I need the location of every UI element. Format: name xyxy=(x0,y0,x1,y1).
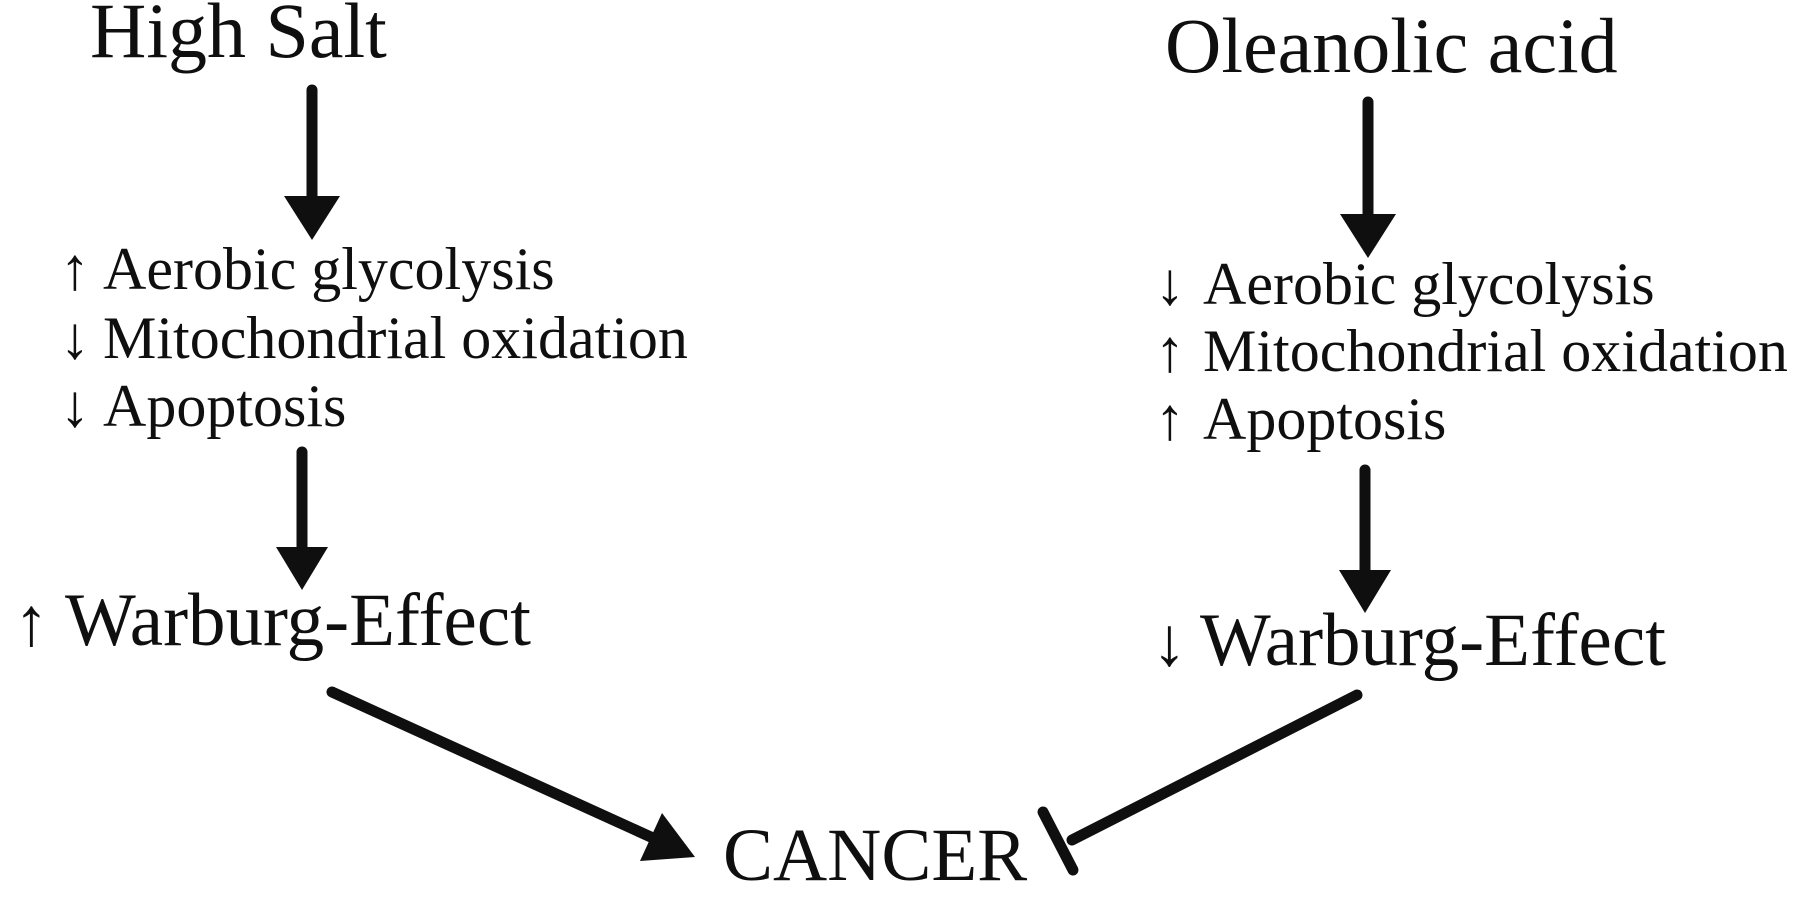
down-arrow-icon: ↓ xyxy=(1152,604,1187,680)
warburg-effect-label: Warburg-Effect xyxy=(1200,599,1666,682)
left-effects-down-arrow xyxy=(276,446,328,590)
high-salt-title: High Salt xyxy=(90,0,387,74)
oleanolic-acid-down-arrow xyxy=(1340,96,1396,258)
up-arrow-icon: ↑ xyxy=(1155,386,1185,452)
cancer-node: CANCER xyxy=(723,814,1028,897)
right-effect-mitochondrial-oxidation: ↑ Mitochondrial oxidation xyxy=(1155,321,1788,381)
up-arrow-icon: ↑ xyxy=(14,584,49,660)
effect-label: Aerobic glycolysis xyxy=(103,236,555,302)
left-effect-aerobic-glycolysis: ↑ Aerobic glycolysis xyxy=(60,239,555,299)
warburg-effect-label: Warburg-Effect xyxy=(65,579,531,662)
warburg-promotes-cancer-arrow xyxy=(326,686,695,861)
left-effect-apoptosis: ↓ Apoptosis xyxy=(60,376,346,436)
effect-label: Mitochondrial oxidation xyxy=(103,305,688,371)
down-arrow-icon: ↓ xyxy=(60,305,90,371)
effect-label: Apoptosis xyxy=(103,373,347,439)
up-arrow-icon: ↑ xyxy=(60,236,90,302)
left-effect-mitochondrial-oxidation: ↓ Mitochondrial oxidation xyxy=(60,308,688,368)
right-warburg-outcome: ↓Warburg-Effect xyxy=(1152,603,1666,678)
effect-label: Aerobic glycolysis xyxy=(1203,251,1655,317)
down-arrow-icon: ↓ xyxy=(60,373,90,439)
up-arrow-icon: ↑ xyxy=(1155,318,1185,384)
effect-label: Apoptosis xyxy=(1203,386,1447,452)
left-warburg-outcome: ↑Warburg-Effect xyxy=(14,583,531,658)
down-arrow-icon: ↓ xyxy=(1155,251,1185,317)
right-effect-aerobic-glycolysis: ↓ Aerobic glycolysis xyxy=(1155,254,1655,314)
right-effect-apoptosis: ↑ Apoptosis xyxy=(1155,389,1446,449)
oleanolic-acid-title: Oleanolic acid xyxy=(1165,2,1618,89)
effect-label: Mitochondrial oxidation xyxy=(1203,318,1788,384)
warburg-inhibits-cancer-tbar xyxy=(1037,689,1363,876)
right-effects-down-arrow xyxy=(1339,464,1391,613)
high-salt-down-arrow xyxy=(284,84,340,240)
